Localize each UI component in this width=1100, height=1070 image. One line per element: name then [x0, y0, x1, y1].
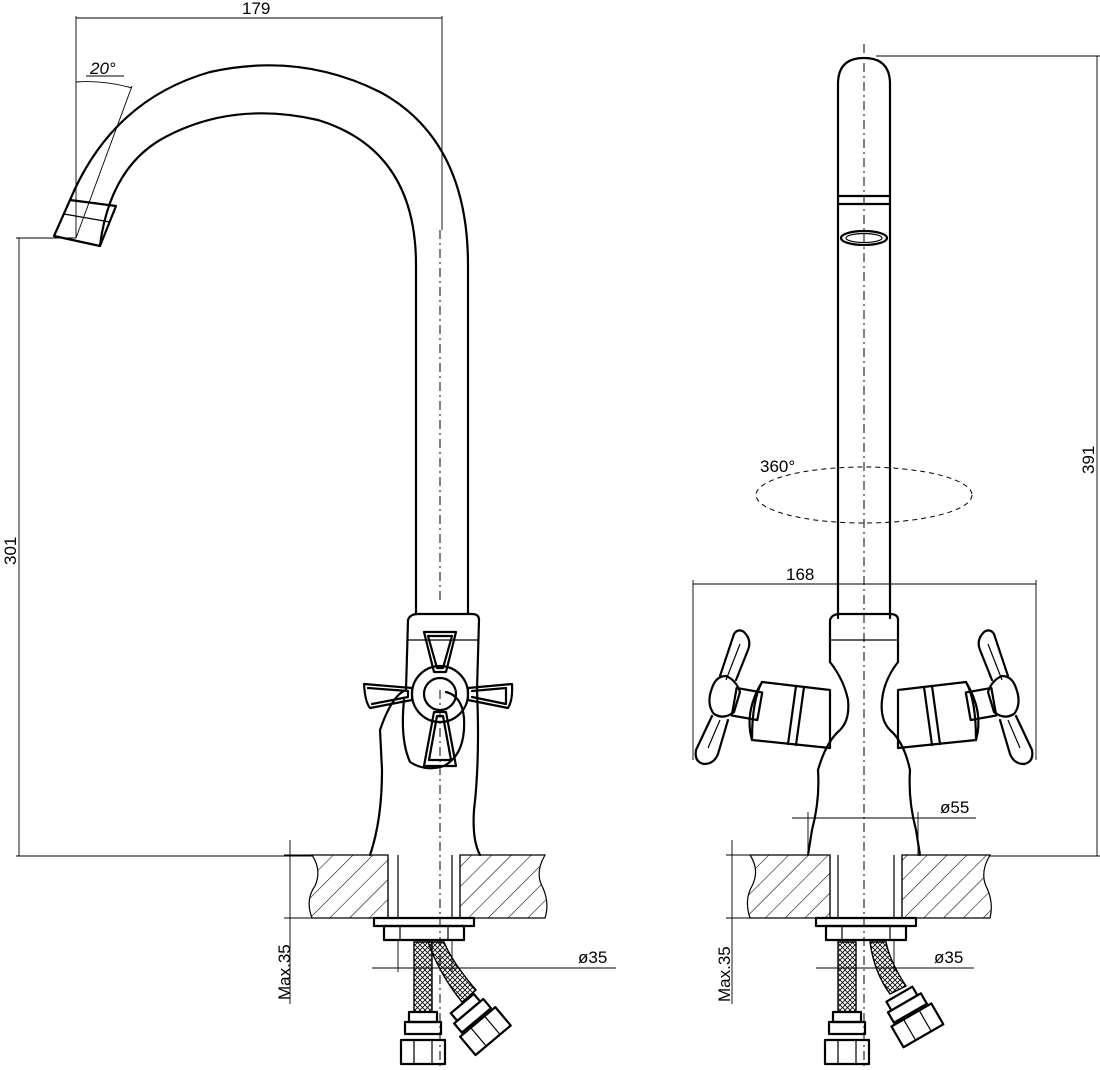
- right-valve-left: [694, 629, 832, 766]
- dim-d55-label: ø55: [940, 798, 969, 817]
- left-countertop: [308, 854, 548, 919]
- dim-right-d35: ø35: [816, 940, 974, 972]
- dim-20-label: 20°: [89, 59, 116, 78]
- dim-360-label: 360°: [760, 457, 795, 476]
- right-view: 360°: [692, 44, 1100, 1070]
- dim-left-d35-label: ø35: [578, 948, 607, 967]
- right-hoses: [823, 941, 945, 1066]
- dim-20-degree: 20°: [75, 59, 133, 239]
- left-cross-handle: [362, 630, 514, 768]
- dim-168: 168: [692, 565, 1037, 760]
- dim-301: 301: [1, 237, 312, 857]
- right-spout: [836, 56, 892, 620]
- dim-right-max35: Max.35: [715, 840, 750, 1004]
- dim-391: 391: [876, 55, 1100, 857]
- rotation-indicator: 360°: [755, 457, 973, 524]
- left-view: 179 20° 301 Max.35 ø35: [1, 0, 616, 1070]
- right-mounting-nut: [814, 916, 918, 942]
- left-hoses: [399, 941, 512, 1066]
- dim-179: 179: [75, 0, 443, 238]
- dim-301-label: 301: [1, 537, 20, 565]
- dim-d55: ø55: [792, 798, 976, 856]
- dim-168-label: 168: [786, 565, 814, 584]
- dim-left-d35: ø35: [372, 940, 616, 972]
- dim-right-max35-label: Max.35: [715, 946, 734, 1002]
- left-spout: [52, 64, 470, 616]
- right-countertop: [746, 854, 992, 919]
- left-mounting-nut: [372, 916, 476, 942]
- dim-right-d35-label: ø35: [934, 948, 963, 967]
- right-valve-right: [896, 629, 1034, 766]
- left-faucet-body: [368, 612, 482, 857]
- dim-left-max35: Max.35: [275, 840, 312, 1004]
- dim-391-label: 391: [1079, 446, 1098, 474]
- dim-left-max35-label: Max.35: [275, 944, 294, 1000]
- dim-179-label: 179: [242, 0, 270, 18]
